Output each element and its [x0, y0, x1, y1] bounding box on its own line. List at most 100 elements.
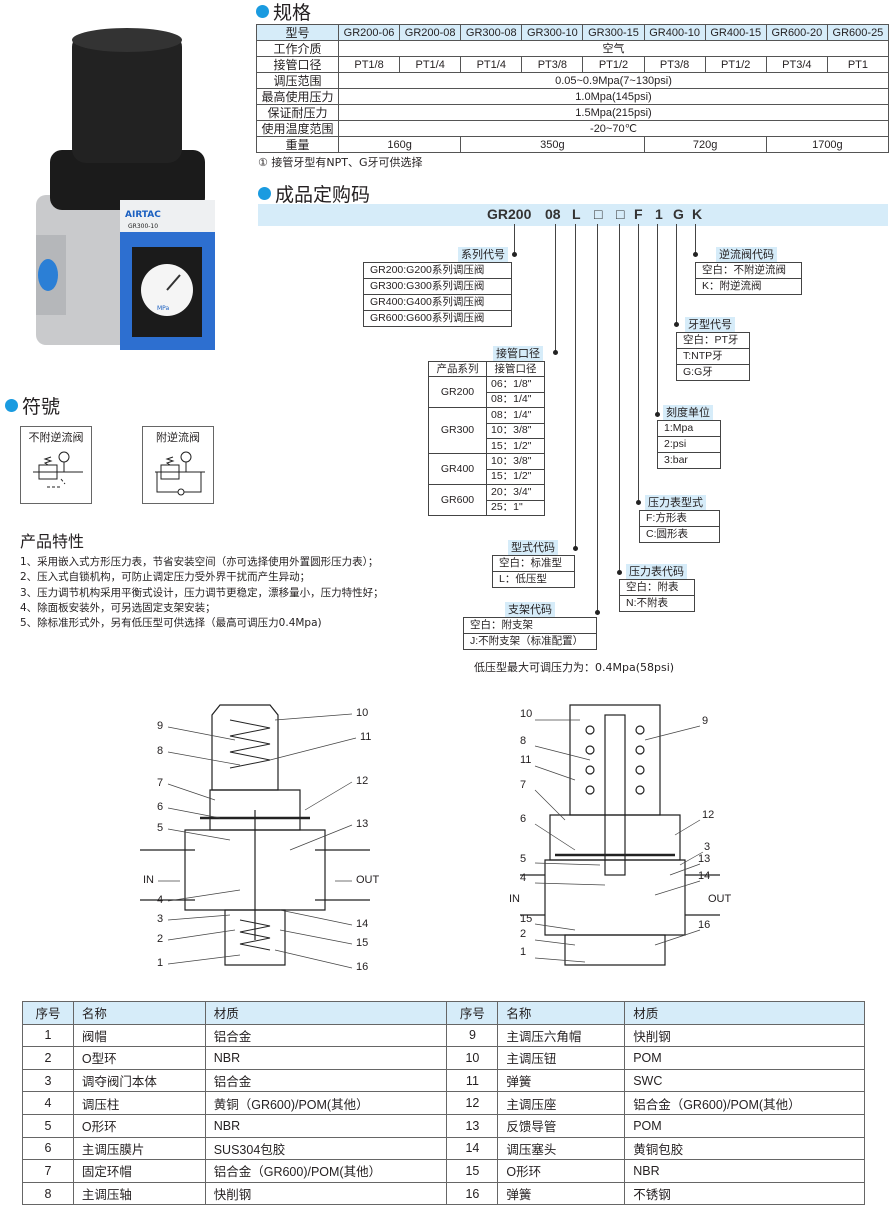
order-code-segment: □: [594, 206, 603, 222]
part-material: SWC: [624, 1068, 865, 1093]
model-tag: GR300-10: [128, 223, 158, 230]
port-cell: PT3/4: [765, 56, 828, 73]
low-pressure-note: 低压型最大可调压力为：0.4Mpa(58psi): [474, 661, 675, 674]
spec-value: 1.0Mpa(145psi): [338, 88, 889, 105]
leader-line: [597, 224, 598, 612]
part-name: 固定环帽: [72, 1159, 206, 1183]
weight-cell: 720g: [643, 136, 767, 153]
leader-line: [676, 224, 677, 324]
part-callout: 9: [157, 720, 164, 732]
port-header: 接管口径: [486, 360, 545, 378]
part-callout: 13: [356, 818, 369, 830]
part-material: 不锈钢: [624, 1181, 865, 1205]
option-group-label-series: 系列代号: [458, 247, 508, 262]
option-item: T:NTP牙: [677, 349, 749, 365]
part-number: 3: [22, 1068, 74, 1093]
option-item: 空白：附表: [620, 580, 694, 596]
model-cell: GR400-10: [643, 24, 706, 41]
leader-line: [657, 224, 658, 414]
option-group-label-bracket: 支架代码: [505, 602, 555, 617]
part-name: O形环: [72, 1113, 206, 1138]
parts-header: 名称: [497, 1001, 626, 1025]
part-name: 调夺阀门本体: [72, 1068, 206, 1093]
part-number: 13: [446, 1113, 499, 1138]
part-callout: 4: [157, 894, 164, 906]
model-cell: GR400-15: [704, 24, 767, 41]
port-size: 10：3/8": [486, 422, 545, 439]
part-callout: 6: [520, 813, 527, 825]
bullet-icon: [258, 187, 271, 200]
section-drawing-right: [520, 704, 720, 966]
option-item: 空白：PT牙: [677, 333, 749, 349]
regulator-check-symbol-icon: [155, 451, 205, 496]
part-callout: 14: [356, 918, 369, 930]
parts-header-row: 序号名称材质序号名称材质: [22, 1001, 865, 1025]
part-number: 1: [22, 1023, 74, 1048]
bullet-icon: [5, 399, 18, 412]
part-number: 6: [22, 1136, 74, 1161]
port-series: GR400: [428, 453, 487, 486]
part-name: 反馈导管: [497, 1113, 626, 1138]
order-code-segment: L: [572, 206, 581, 222]
option-item: 空白：不附逆流阀: [696, 263, 801, 279]
part-material: NBR: [204, 1046, 448, 1070]
part-callout: 16: [698, 919, 711, 931]
part-material: 铝合金（GR600)/POM(其他）: [204, 1159, 448, 1183]
features-list: 1、采用嵌入式方形压力表，节省安装空间（亦可选择使用外置圆形压力表）；2、压入式…: [20, 555, 384, 631]
order-code-bar: [258, 204, 888, 226]
port-header: 产品系列: [428, 360, 487, 378]
leader-line: [619, 224, 620, 572]
port-series: GR300: [428, 407, 487, 455]
section-drawing-left: [140, 704, 370, 969]
part-name: 调压塞头: [497, 1136, 626, 1161]
flow-out-label: OUT: [708, 893, 732, 905]
port-size: 08：1/4": [486, 407, 545, 424]
part-callout: 11: [520, 754, 532, 766]
part-callout: 7: [157, 777, 164, 789]
option-item: GR300:G300系列调压阀: [364, 279, 511, 295]
svg-text:MPa: MPa: [157, 305, 170, 312]
port-cell: PT1: [826, 56, 890, 73]
port-row: 10：3/8": [429, 422, 545, 439]
order-section-title: 成品定购码: [258, 180, 370, 207]
option-item: GR200:G200系列调压阀: [364, 263, 511, 279]
spec-value: 1.5Mpa(215psi): [338, 104, 889, 121]
spec-row-label: 重量: [256, 136, 339, 153]
port-series: GR200: [428, 376, 487, 409]
model-cell: GR200-06: [337, 24, 401, 41]
part-callout: 7: [520, 779, 527, 791]
spec-row: 工作介质空气: [256, 40, 889, 57]
order-title: 成品定购码: [275, 184, 371, 206]
features-title: 产品特性: [20, 532, 85, 551]
part-material: 快削钢: [204, 1181, 448, 1205]
leader-line: [575, 224, 576, 548]
model-cell: GR600-20: [765, 24, 828, 41]
part-number: 16: [446, 1181, 499, 1205]
part-callout: 14: [698, 870, 711, 882]
option-item: K：附逆流阀: [702, 280, 762, 292]
option-group-label-port: 接管口径: [493, 346, 543, 361]
symbol-with-check-valve: 附逆流阀: [142, 426, 214, 504]
leader-dot: [553, 350, 558, 355]
product-photo: AIRTAC GR300-10 MPa: [36, 28, 215, 350]
part-name: 主调压钮: [497, 1046, 626, 1070]
spec-value: 空气: [338, 40, 889, 57]
part-material: SUS304包胶: [204, 1136, 448, 1161]
part-name: 主调压膜片: [72, 1136, 206, 1161]
part-number: 7: [22, 1159, 74, 1183]
part-name: 主调压座: [497, 1091, 626, 1115]
part-name: 阀帽: [72, 1023, 206, 1048]
port-row: 08：1/4": [429, 391, 545, 409]
part-callout: 2: [157, 933, 164, 945]
regulator-symbol-icon: [33, 451, 83, 488]
leader-dot: [636, 500, 641, 505]
part-material: 黄铜包胶: [624, 1136, 865, 1161]
